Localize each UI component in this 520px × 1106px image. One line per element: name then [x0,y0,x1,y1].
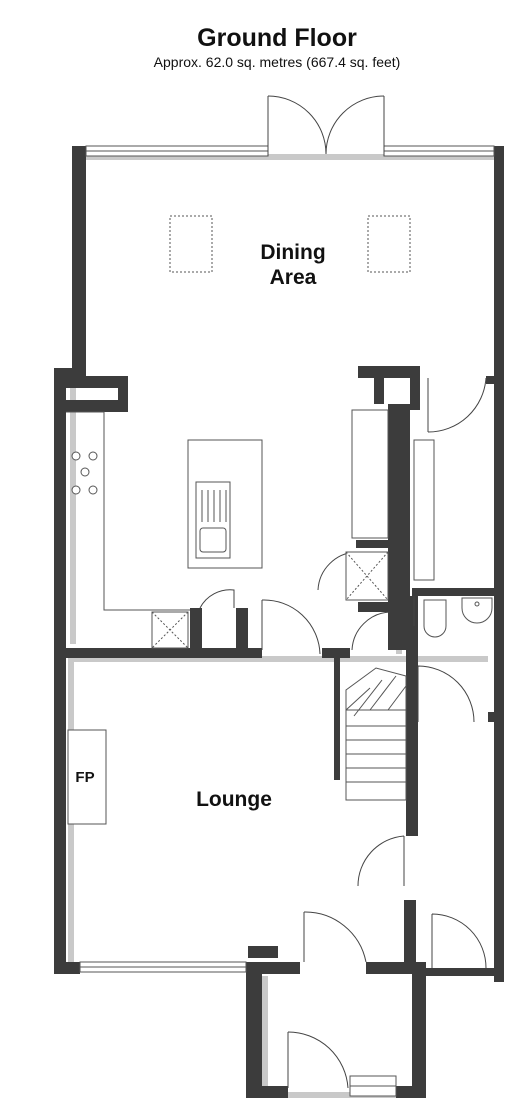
fireplace [67,729,107,825]
dining-area-label-line2: Area [270,266,317,289]
lounge-label: Lounge [196,788,272,811]
basin-icon [461,597,493,624]
outer-walls [54,146,504,1098]
plan-title: Ground Floor [197,24,357,52]
staircase [345,667,407,801]
plan-area: Approx. 62.0 sq. metres (667.4 sq. feet) [154,54,401,70]
doors [199,95,487,1089]
dining-area-label-line1: Dining [260,241,325,264]
internal-walls [66,366,496,836]
kitchen-fittings [66,409,435,649]
windows [79,145,495,1097]
fireplace-label: FP [75,769,94,786]
hob-icon [71,451,98,495]
wc-fittings [423,597,493,638]
toilet-icon [423,599,447,638]
